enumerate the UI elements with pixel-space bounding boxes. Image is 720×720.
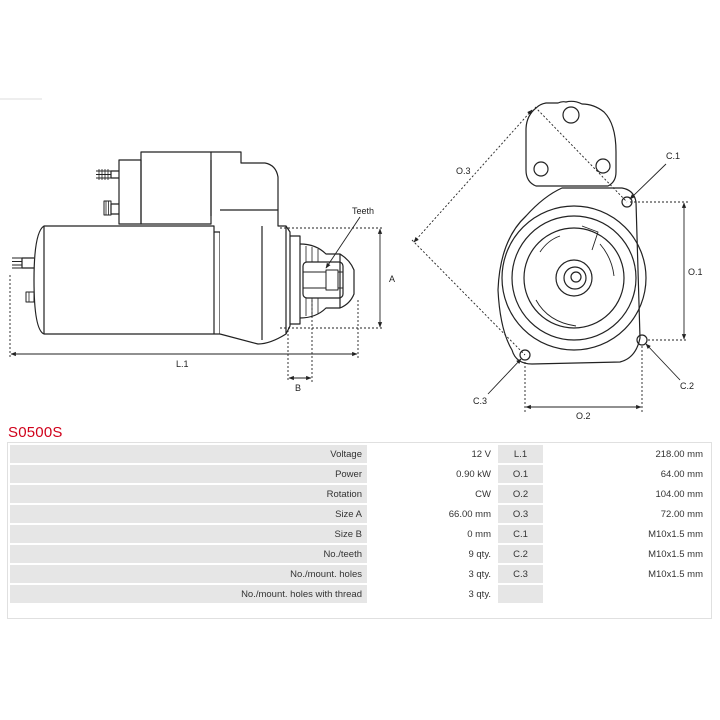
front-view <box>497 100 648 365</box>
front-dimensions <box>411 106 688 412</box>
mount-hole-c2 <box>636 334 648 346</box>
dimension-key: L.1 <box>498 445 543 463</box>
spec-label: No./mount. holes with thread <box>10 585 367 603</box>
mounting-flange <box>497 187 641 365</box>
spec-label: Size A <box>10 505 367 523</box>
c2-label: C.2 <box>680 381 694 391</box>
mount-hole-c3 <box>519 349 531 361</box>
spec-value: 3 qty. <box>369 585 496 603</box>
o3-label: O.3 <box>456 166 471 176</box>
dimension-value <box>545 585 708 603</box>
spec-label: Power <box>10 465 367 483</box>
dimension-key: C.3 <box>498 565 543 583</box>
spec-value: CW <box>369 485 496 503</box>
size-a-label: A <box>389 274 395 284</box>
side-dimensions <box>9 216 384 382</box>
dimension-key: O.1 <box>498 465 543 483</box>
spec-value: 12 V <box>369 445 496 463</box>
dimension-key <box>498 585 543 603</box>
dimension-key: O.3 <box>498 505 543 523</box>
dimension-key: C.2 <box>498 545 543 563</box>
pinion-gear <box>299 243 355 319</box>
motor-body <box>12 225 221 335</box>
spec-value: 0.90 kW <box>369 465 496 483</box>
c3-label: C.3 <box>473 396 487 406</box>
table-row: Power 0.90 kW O.1 64.00 mm <box>10 465 708 483</box>
dimension-value: 104.00 mm <box>545 485 708 503</box>
spec-label: Size B <box>10 525 367 543</box>
teeth-label: Teeth <box>352 206 374 216</box>
table-row: Size A 66.00 mm O.3 72.00 mm <box>10 505 708 523</box>
spec-value: 3 qty. <box>369 565 496 583</box>
dimension-value: M10x1.5 mm <box>545 565 708 583</box>
spec-label: No./mount. holes <box>10 565 367 583</box>
starter-technical-drawing: Teeth A L.1 B <box>0 98 703 420</box>
dimension-value: 218.00 mm <box>545 445 708 463</box>
spec-value: 66.00 mm <box>369 505 496 523</box>
spec-value: 9 qty. <box>369 545 496 563</box>
size-b-label: B <box>295 383 301 393</box>
side-view <box>12 151 355 345</box>
o1-label: O.1 <box>688 267 703 277</box>
dimension-value: M10x1.5 mm <box>545 525 708 543</box>
dimension-value: 72.00 mm <box>545 505 708 523</box>
c1-label: C.1 <box>666 151 680 161</box>
dimension-value: M10x1.5 mm <box>545 545 708 563</box>
outer-ring <box>501 205 647 351</box>
table-row: Voltage 12 V L.1 218.00 mm <box>10 445 708 463</box>
table-row: No./mount. holes with thread 3 qty. <box>10 585 708 603</box>
part-number-title: S0500S <box>8 424 63 441</box>
table-row: Size B 0 mm C.1 M10x1.5 mm <box>10 525 708 543</box>
table-row: No./teeth 9 qty. C.2 M10x1.5 mm <box>10 545 708 563</box>
solenoid <box>96 151 279 225</box>
length-l1-label: L.1 <box>176 359 189 369</box>
dimension-key: C.1 <box>498 525 543 543</box>
spec-label: Rotation <box>10 485 367 503</box>
specifications-table: Voltage 12 V L.1 218.00 mm Power 0.90 kW… <box>8 443 710 605</box>
o2-label: O.2 <box>576 411 591 420</box>
table-row: No./mount. holes 3 qty. C.3 M10x1.5 mm <box>10 565 708 583</box>
dimension-value: 64.00 mm <box>545 465 708 483</box>
dimension-key: O.2 <box>498 485 543 503</box>
spec-label: Voltage <box>10 445 367 463</box>
spec-value: 0 mm <box>369 525 496 543</box>
table-row: Rotation CW O.2 104.00 mm <box>10 485 708 503</box>
spec-label: No./teeth <box>10 545 367 563</box>
drive-housing <box>219 209 301 345</box>
